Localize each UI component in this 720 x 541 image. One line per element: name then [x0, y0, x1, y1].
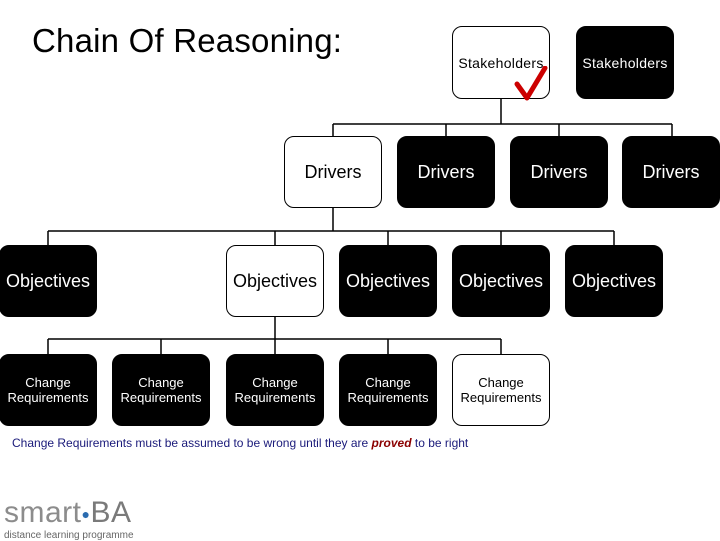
logo-wordmark-suffix: BA	[90, 496, 132, 529]
logo-wordmark-prefix: smart	[4, 496, 82, 529]
driver-label: Drivers	[530, 161, 588, 182]
objective-label: Objectives	[5, 270, 91, 291]
driver-box: Drivers	[622, 136, 720, 208]
change-requirement-line2: Requirements	[7, 390, 89, 405]
driver-box: Drivers	[510, 136, 608, 208]
footnote: Change Requirements must be assumed to b…	[12, 436, 468, 450]
footnote-text-start: Change Requirements must be assumed to b…	[12, 436, 372, 450]
change-requirement-line2: Requirements	[234, 390, 316, 405]
change-requirement-line1: Change	[25, 375, 71, 390]
stakeholder-label: Stakeholders	[582, 54, 668, 71]
objective-label: Objectives	[458, 270, 544, 291]
driver-label: Drivers	[304, 161, 362, 182]
objective-box: Objectives	[452, 245, 550, 317]
logo-dot-icon: ●	[81, 506, 91, 523]
change-requirement-line2: Requirements	[460, 390, 542, 405]
objective-label: Objectives	[232, 270, 318, 291]
stakeholder-box: Stakeholders	[576, 26, 674, 99]
driver-label: Drivers	[417, 161, 475, 182]
driver-box: Drivers	[397, 136, 495, 208]
stakeholder-label: Stakeholders	[458, 54, 544, 71]
change-requirement-line1: Change	[138, 375, 184, 390]
objective-box: Objectives	[565, 245, 663, 317]
change-requirement-line1: Change	[252, 375, 298, 390]
objective-box: Objectives	[339, 245, 437, 317]
change-requirement-box-selected: Change Requirements	[452, 354, 550, 426]
change-requirement-line1: Change	[365, 375, 411, 390]
driver-label: Drivers	[642, 161, 700, 182]
smartba-logo: smart●BA distance learning programme	[4, 498, 134, 541]
change-requirement-line2: Requirements	[347, 390, 429, 405]
change-requirement-box: Change Requirements	[0, 354, 97, 426]
objective-box: Objectives	[0, 245, 97, 317]
page-title: Chain Of Reasoning:	[32, 22, 343, 59]
change-requirement-box: Change Requirements	[339, 354, 437, 426]
check-mark-icon	[514, 66, 548, 101]
footnote-emphasis: proved	[371, 436, 412, 450]
change-requirement-line2: Requirements	[120, 390, 202, 405]
stakeholder-box-selected: Stakeholders	[452, 26, 550, 99]
objective-box-selected: Objectives	[226, 245, 324, 317]
objective-label: Objectives	[571, 270, 657, 291]
change-requirement-box: Change Requirements	[226, 354, 324, 426]
change-requirement-line1: Change	[478, 375, 524, 390]
objective-label: Objectives	[345, 270, 431, 291]
change-requirement-box: Change Requirements	[112, 354, 210, 426]
footnote-text-end: to be right	[411, 436, 469, 450]
driver-box-selected: Drivers	[284, 136, 382, 208]
logo-subtitle: distance learning programme	[4, 530, 134, 541]
